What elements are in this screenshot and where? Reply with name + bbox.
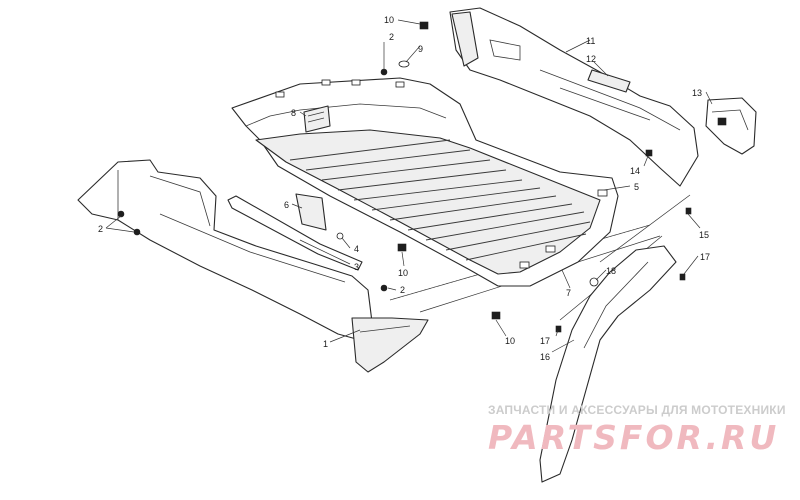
corner-cap — [705, 97, 757, 155]
callout-12: 12 — [586, 54, 596, 64]
callout-10-center: 10 — [398, 268, 408, 278]
small-plate — [295, 193, 327, 231]
callout-15: 15 — [699, 230, 709, 240]
callout-7: 7 — [566, 288, 571, 298]
callout-18: 18 — [606, 266, 616, 276]
cargo-floor-ribs — [289, 139, 591, 261]
callout-2-center: 2 — [400, 285, 405, 295]
callout-5: 5 — [634, 182, 639, 192]
callout-11: 11 — [586, 36, 595, 46]
warning-label — [303, 105, 331, 133]
callout-2-left: 2 — [98, 224, 103, 234]
right-upper-panel — [449, 7, 699, 187]
callout-9: 9 — [418, 44, 423, 54]
watermark-caption: ЗАПЧАСТИ И АКСЕССУАРЫ ДЛЯ МОТОТЕХНИКИ — [488, 403, 786, 417]
callout-17-right: 17 — [700, 252, 710, 262]
callout-10-bottom: 10 — [505, 336, 515, 346]
watermark-logo: PARTSFOR.RU — [488, 418, 780, 457]
callout-10-top: 10 — [384, 15, 394, 25]
decal-strip — [587, 69, 631, 93]
callout-8: 8 — [291, 108, 296, 118]
callout-1: 1 — [323, 339, 328, 349]
callout-16: 16 — [540, 352, 550, 362]
left-side-panel — [77, 159, 429, 373]
callout-13: 13 — [692, 88, 702, 98]
right-side-panel — [539, 245, 677, 483]
cargo-box — [231, 77, 619, 287]
hardware-fasteners — [117, 21, 692, 333]
callout-labels: 1 2 2 2 3 4 5 6 7 8 9 10 10 10 11 12 13 … — [98, 15, 710, 362]
callout-17-bottom: 17 — [540, 336, 550, 346]
callout-4: 4 — [354, 244, 359, 254]
leader-lines — [105, 19, 713, 353]
callout-3: 3 — [354, 262, 359, 272]
callout-6: 6 — [284, 200, 289, 210]
callout-2-top: 2 — [389, 32, 394, 42]
trim-strip — [227, 195, 363, 271]
callout-14: 14 — [630, 166, 640, 176]
